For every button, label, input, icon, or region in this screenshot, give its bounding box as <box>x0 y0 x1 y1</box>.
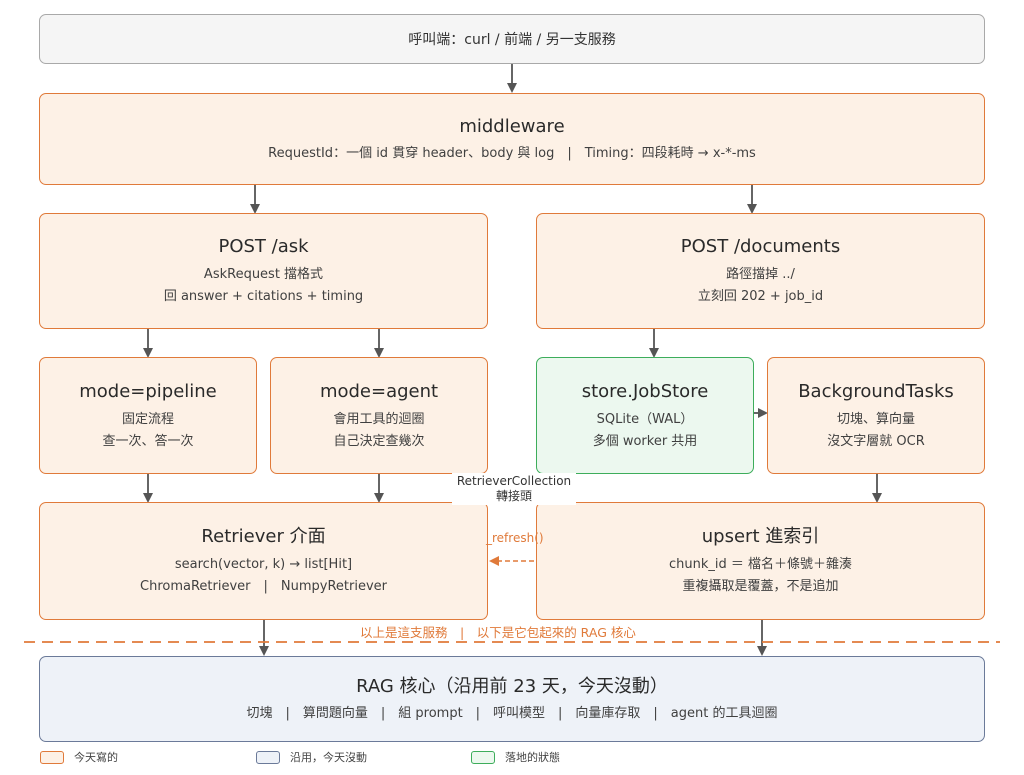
job-store-line2: 多個 worker 共用 <box>592 433 698 449</box>
caller-box: 呼叫端：curl / 前端 / 另一支服務 <box>39 14 985 64</box>
mode-agent-line2: 自己決定查幾次 <box>333 433 425 449</box>
upsert-title: upsert 進索引 <box>701 526 820 548</box>
background-tasks-title: BackgroundTasks <box>798 380 954 402</box>
legend-reused-label: 沿用，今天沒動 <box>290 751 367 764</box>
caller-label: 呼叫端：curl / 前端 / 另一支服務 <box>408 32 616 48</box>
rag-core-title: RAG 核心（沿用前 23 天，今天沒動） <box>356 675 668 697</box>
background-tasks-line2: 沒文字層就 OCR <box>827 433 925 449</box>
retriever-title: Retriever 介面 <box>201 526 326 548</box>
boundary-label: 以上是這支服務 | 以下是它包起來的 RAG 核心 <box>360 625 636 640</box>
mode-agent-line1: 會用工具的迴圈 <box>333 411 425 427</box>
legend-new-today: 今天寫的 <box>40 749 118 765</box>
rag-core-detail: 切塊 | 算問題向量 | 組 prompt | 呼叫模型 | 向量庫存取 | a… <box>246 706 778 722</box>
retriever-collection-sublabel: 轉接頭 <box>495 489 532 503</box>
mode-pipeline-line1: 固定流程 <box>121 411 174 427</box>
background-tasks-line1: 切塊、算向量 <box>836 411 915 427</box>
legend-reused: 沿用，今天沒動 <box>256 749 367 765</box>
rag-core-box: RAG 核心（沿用前 23 天，今天沒動） 切塊 | 算問題向量 | 組 pro… <box>39 656 985 742</box>
legend-swatch-orange <box>40 750 64 764</box>
upsert-box: upsert 進索引 chunk_id ＝ 檔名＋條號＋雜湊 重複攝取是覆蓋，不… <box>536 502 985 620</box>
post-documents-line2: 立刻回 202 + job_id <box>697 289 824 305</box>
legend-swatch-green <box>471 750 495 764</box>
job-store-line1: SQLite（WAL） <box>596 411 694 427</box>
legend-persisted-label: 落地的狀態 <box>505 751 560 764</box>
mode-agent-title: mode=agent <box>319 380 439 402</box>
mode-pipeline-line2: 查一次、答一次 <box>102 433 194 449</box>
job-store-title: store.JobStore <box>581 380 709 402</box>
upsert-line1: chunk_id ＝ 檔名＋條號＋雜湊 <box>668 557 853 573</box>
legend-swatch-blue <box>256 750 280 764</box>
legend-persisted: 落地的狀態 <box>471 749 560 765</box>
retriever-line2: ChromaRetriever | NumpyRetriever <box>140 579 387 595</box>
retriever-collection-label: RetrieverCollection <box>456 474 572 488</box>
mode-agent-box: mode=agent 會用工具的迴圈 自己決定查幾次 <box>270 357 488 474</box>
retriever-line1: search(vector, k) → list[Hit] <box>174 557 353 573</box>
retriever-box: Retriever 介面 search(vector, k) → list[Hi… <box>39 502 488 620</box>
mode-pipeline-box: mode=pipeline 固定流程 查一次、答一次 <box>39 357 257 474</box>
post-documents-box: POST /documents 路徑擋掉 ../ 立刻回 202 + job_i… <box>536 213 985 329</box>
legend-new-today-label: 今天寫的 <box>74 751 118 764</box>
post-documents-line1: 路徑擋掉 ../ <box>726 267 795 283</box>
middleware-detail: RequestId：一個 id 貫穿 header、body 與 log | T… <box>268 146 756 162</box>
retriever-collection-note: RetrieverCollection 轉接頭 <box>452 473 576 505</box>
post-ask-title: POST /ask <box>218 236 309 258</box>
middleware-box: middleware RequestId：一個 id 貫穿 header、bod… <box>39 93 985 185</box>
upsert-line2: 重複攝取是覆蓋，不是追加 <box>682 579 839 595</box>
post-ask-line2: 回 answer + citations + timing <box>163 289 364 305</box>
background-tasks-box: BackgroundTasks 切塊、算向量 沒文字層就 OCR <box>767 357 985 474</box>
refresh-label: _refresh() <box>486 531 544 545</box>
post-ask-box: POST /ask AskRequest 擋格式 回 answer + cita… <box>39 213 488 329</box>
mode-pipeline-title: mode=pipeline <box>79 380 217 402</box>
middleware-title: middleware <box>459 115 565 137</box>
post-ask-line1: AskRequest 擋格式 <box>203 267 324 283</box>
job-store-box: store.JobStore SQLite（WAL） 多個 worker 共用 <box>536 357 754 474</box>
post-documents-title: POST /documents <box>680 236 841 258</box>
